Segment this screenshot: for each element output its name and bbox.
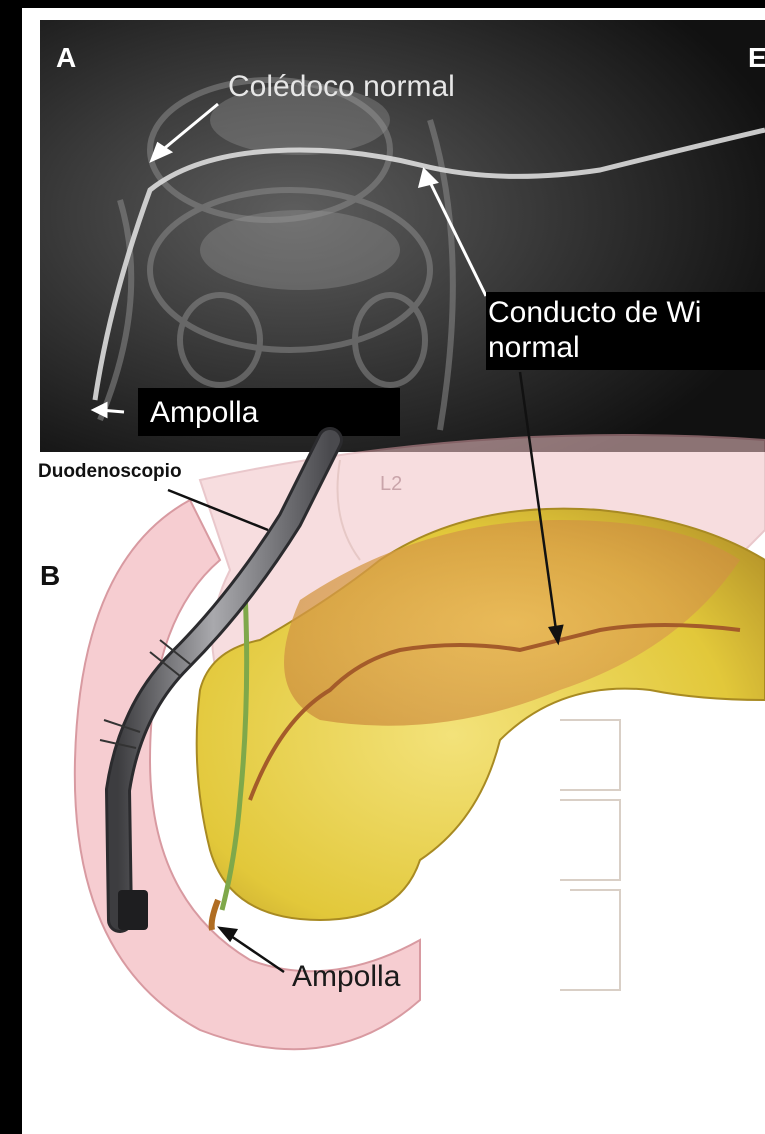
panel-a-letter: A bbox=[56, 44, 76, 72]
panel-b-letter: B bbox=[40, 562, 60, 590]
label-wirsung-line2: normal bbox=[488, 331, 765, 366]
label-wirsung-line1: Conducto de Wi bbox=[488, 296, 765, 331]
label-coledoco-normal: Colédoco normal bbox=[228, 72, 455, 102]
label-vertebra-l2: L2 bbox=[380, 474, 402, 494]
label-duodenoscopio: Duodenoscopio bbox=[38, 462, 182, 481]
label-ampolla-xray: Ampolla bbox=[150, 398, 258, 428]
label-ampolla-illustration: Ampolla bbox=[292, 962, 400, 992]
panel-b-edge-letter: E bbox=[748, 44, 765, 72]
label-conducto-wirsung: Conducto de Wi normal bbox=[488, 296, 765, 365]
